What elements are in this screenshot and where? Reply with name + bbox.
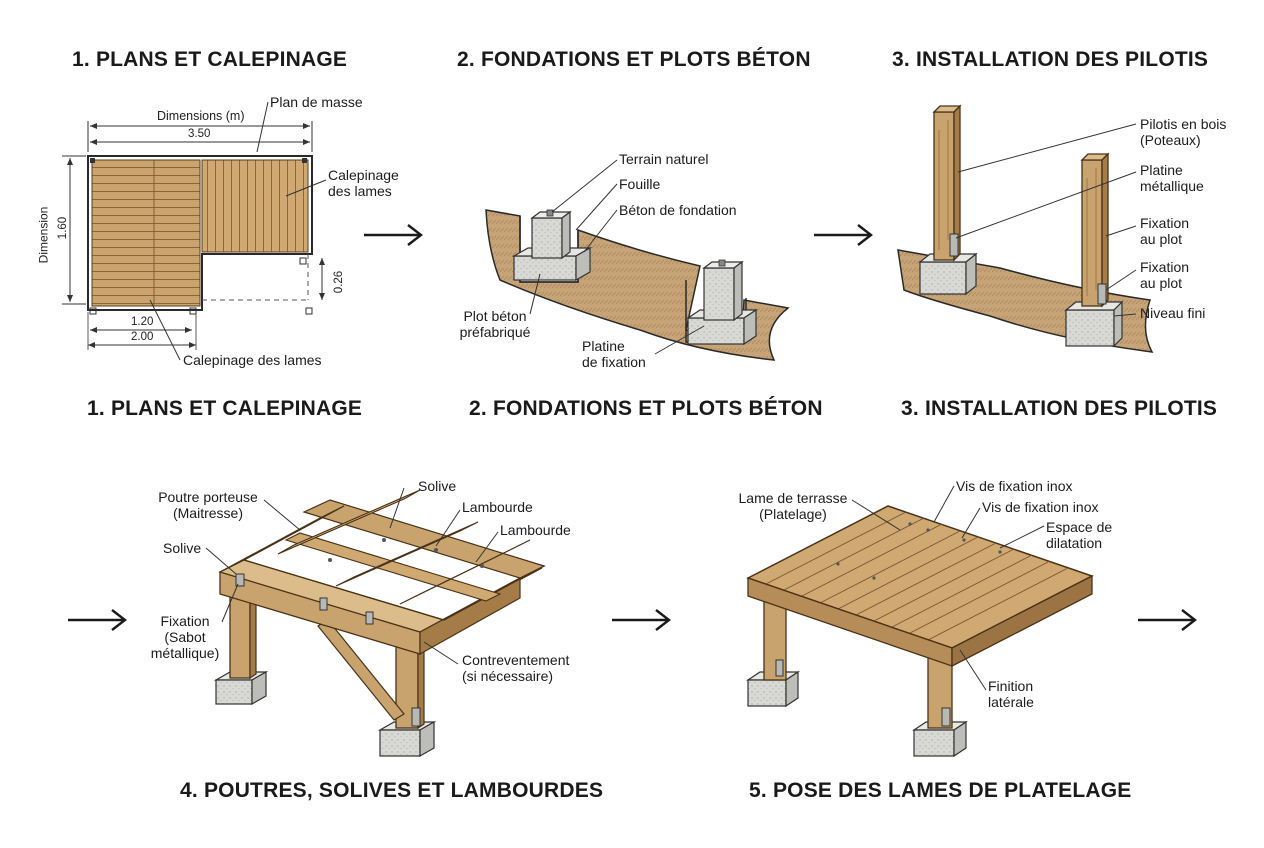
label-calepinage-bottom: Calepinage des lames xyxy=(183,352,322,368)
arrow-right-icon xyxy=(612,609,671,631)
step-2-title-bottom: 2. FONDATIONS ET PLOTS BÉTON xyxy=(469,397,823,420)
arrow-right-icon xyxy=(1138,609,1197,631)
step-1-title-top: 1. PLANS ET CALEPINAGE xyxy=(72,48,348,71)
step-5-title: 5. POSE DES LAMES DE PLATELAGE xyxy=(749,779,1132,802)
plan-height-value: 1.60 xyxy=(57,216,70,240)
plan-width-bottom: 2.00 xyxy=(131,331,154,343)
step-1-title-bottom: 1. PLANS ET CALEPINAGE xyxy=(87,397,363,420)
label-poutre-2: (Maitresse) xyxy=(172,505,243,521)
label-plot-beton-2: préfabriqué xyxy=(459,324,531,340)
label-niveau-fini: Niveau fini xyxy=(1140,305,1206,321)
label-platine-2: de fixation xyxy=(582,354,646,370)
arrow-right-icon xyxy=(364,224,423,246)
label-plot-beton-1: Plot béton xyxy=(463,308,527,324)
label-lambourde-1: Lambourde xyxy=(462,499,533,515)
arrow-right-icon xyxy=(68,609,127,631)
label-espace-1: Espace de xyxy=(1046,519,1113,535)
label-vis-1: Vis de fixation inox xyxy=(956,478,1073,494)
label-fixation-sabot-2: (Sabot xyxy=(164,629,206,645)
step-3-title-top: 3. INSTALLATION DES PILOTIS xyxy=(892,48,1209,71)
label-terrain-naturel: Terrain naturel xyxy=(619,151,709,167)
arrow-right-icon xyxy=(814,224,873,246)
label-espace-2: dilatation xyxy=(1046,535,1103,551)
label-fixation-sabot-1: Fixation xyxy=(160,613,210,629)
plan-dims-title: Dimensions (m) xyxy=(157,109,245,123)
plan-width-total: 3.50 xyxy=(188,128,211,140)
label-fixation-a-1: Fixation xyxy=(1140,215,1190,231)
step-3-title-bottom: 3. INSTALLATION DES PILOTIS xyxy=(901,397,1218,420)
step-2-title-top: 2. FONDATIONS ET PLOTS BÉTON xyxy=(457,48,811,71)
label-fixation-b-2: au plot xyxy=(1140,275,1183,291)
label-platine-1: Platine xyxy=(582,338,625,354)
label-solive-top: Solive xyxy=(418,478,457,494)
label-vis-2: Vis de fixation inox xyxy=(982,499,1099,515)
label-lame-1: Lame de terrasse xyxy=(738,490,848,506)
label-fouille: Fouille xyxy=(619,176,661,192)
step-4-title: 4. POUTRES, SOLIVES ET LAMBOURDES xyxy=(180,779,604,802)
label-calepinage-right-1: Calepinage xyxy=(328,167,399,183)
label-lame-2: (Platelage) xyxy=(759,506,827,522)
label-calepinage-right-2: des lames xyxy=(328,183,392,199)
plan-height-label: Dimension xyxy=(36,206,51,264)
label-finition-2: latérale xyxy=(988,694,1034,710)
label-solive-left: Solive xyxy=(163,540,202,556)
label-contrevent-1: Contreventement xyxy=(462,652,570,668)
label-finition-1: Finition xyxy=(988,678,1034,694)
label-contrevent-2: (si nécessaire) xyxy=(462,668,554,684)
label-fixation-a-2: au plot xyxy=(1140,231,1183,247)
plan-step-value: 0.26 xyxy=(333,270,346,294)
label-fixation-b-1: Fixation xyxy=(1140,259,1190,275)
label-lambourde-2: Lambourde xyxy=(500,522,571,538)
label-plan-masse: Plan de masse xyxy=(270,94,363,110)
label-pilotis-1: Pilotis en bois xyxy=(1140,116,1227,132)
label-beton-fondation: Béton de fondation xyxy=(619,202,737,218)
label-platine-metal-2: métallique xyxy=(1140,178,1204,194)
label-fixation-sabot-3: métallique) xyxy=(150,645,220,661)
label-poutre-1: Poutre porteuse xyxy=(158,489,258,505)
label-pilotis-2: (Poteaux) xyxy=(1140,132,1201,148)
label-platine-metal-1: Platine xyxy=(1140,162,1183,178)
plan-width-part: 1.20 xyxy=(131,316,154,328)
